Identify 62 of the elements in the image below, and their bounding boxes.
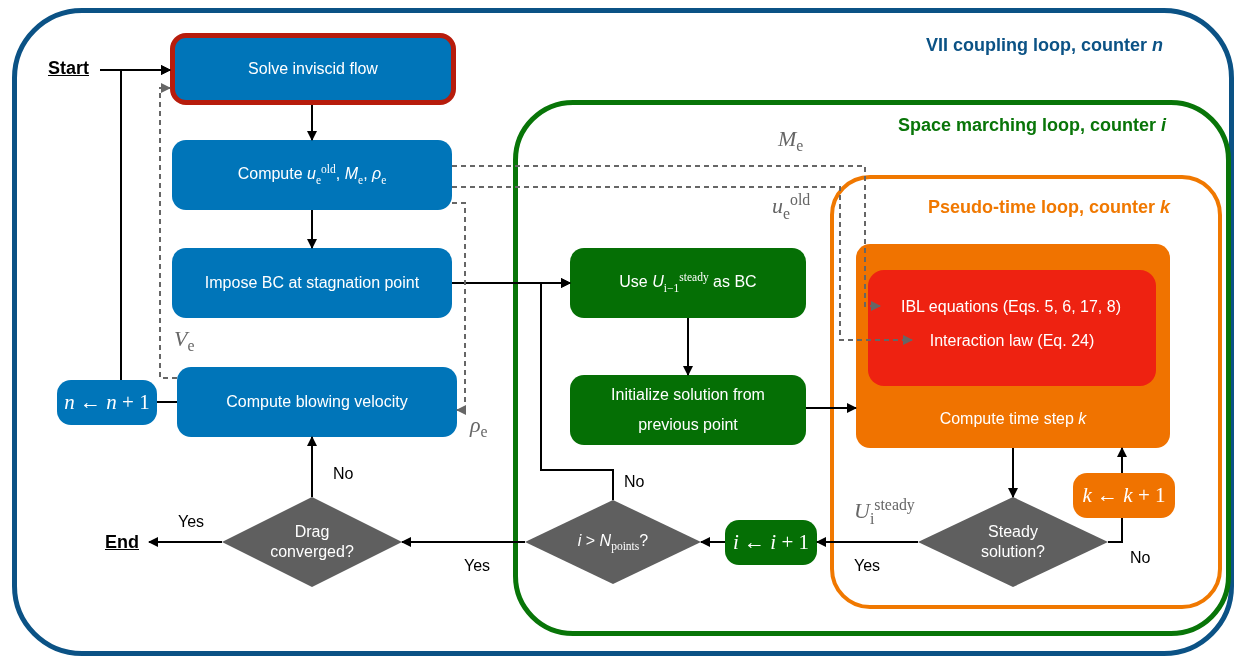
box-text: Compute blowing velocity [226,391,408,412]
arrow [307,436,317,498]
box-text: Use U$_{i−1}$$^{steady}$ as BC [619,269,757,296]
arrow [307,209,317,249]
loop-container [12,8,1234,656]
edge-label: Yes [854,556,881,576]
decision-text: i > N$_{points}$? [577,530,649,554]
terminal-label: End [105,530,149,554]
arrow [148,537,223,547]
loop-title: Pseudo-time loop, counter k [927,197,1170,218]
arrow [401,537,526,547]
box-text: Initialize solution from previous point [610,384,766,435]
process-box [570,375,806,445]
process-box [570,248,806,318]
edge-label: V$_{e}$ [174,326,195,356]
arrow [540,278,614,501]
loop-container [513,100,1231,636]
box-text: k ← k + 1 [1082,482,1166,509]
edge-label: Yes [464,556,491,576]
counter-box [1073,473,1175,518]
edge-label: M$_{e}$ [778,126,804,156]
arrow [683,317,693,376]
arrow [1117,447,1127,474]
box-text: i ← i + 1 [733,529,809,556]
edge-label: No [624,472,645,492]
box-text: Compute time step k [939,408,1087,429]
process-box [856,244,1170,448]
arrow [700,537,726,547]
connector-line [156,401,178,403]
equation-panel [868,270,1156,386]
decision-text: Steady solution? [979,522,1046,562]
loop-title: VII coupling loop, counter n [926,35,1163,56]
process-box [177,367,457,437]
connector-line [1107,517,1123,543]
box-text: Impose BC at stagnation point [204,272,420,293]
box-text: Compute u$_{e}$$^{old}$, M$_{e}$, ρ$_{e}$ [237,161,387,188]
arrow [307,104,317,141]
box-text: n ← n + 1 [64,389,150,416]
dashed-arrow [451,165,881,311]
loop-container [830,175,1222,609]
terminal-label: Start [48,56,100,80]
edge-label: Yes [178,512,205,532]
decision-text: Drag converged? [269,522,355,562]
edge-label: ρ$_{e}$ [470,412,488,442]
equation-label: Interaction law (Eq. 24) [912,329,1112,353]
dashed-arrow [451,186,913,345]
process-box [172,248,452,318]
counter-box [725,520,817,565]
edge-label: No [1130,548,1151,568]
process-box [172,140,452,210]
loop-title: Space marching loop, counter i [897,115,1166,136]
arrow [1008,447,1018,498]
dashed-arrow [159,83,178,379]
arrow [120,65,171,381]
box-text: Solve inviscid flow [248,58,378,79]
arrow [816,537,919,547]
dashed-arrow [451,202,466,415]
arrow [805,403,857,413]
edge-label: No [333,464,354,484]
counter-box [57,380,157,425]
process-box [170,33,456,105]
equation-label: IBL equations (Eqs. 5, 6, 17, 8) [880,295,1142,319]
